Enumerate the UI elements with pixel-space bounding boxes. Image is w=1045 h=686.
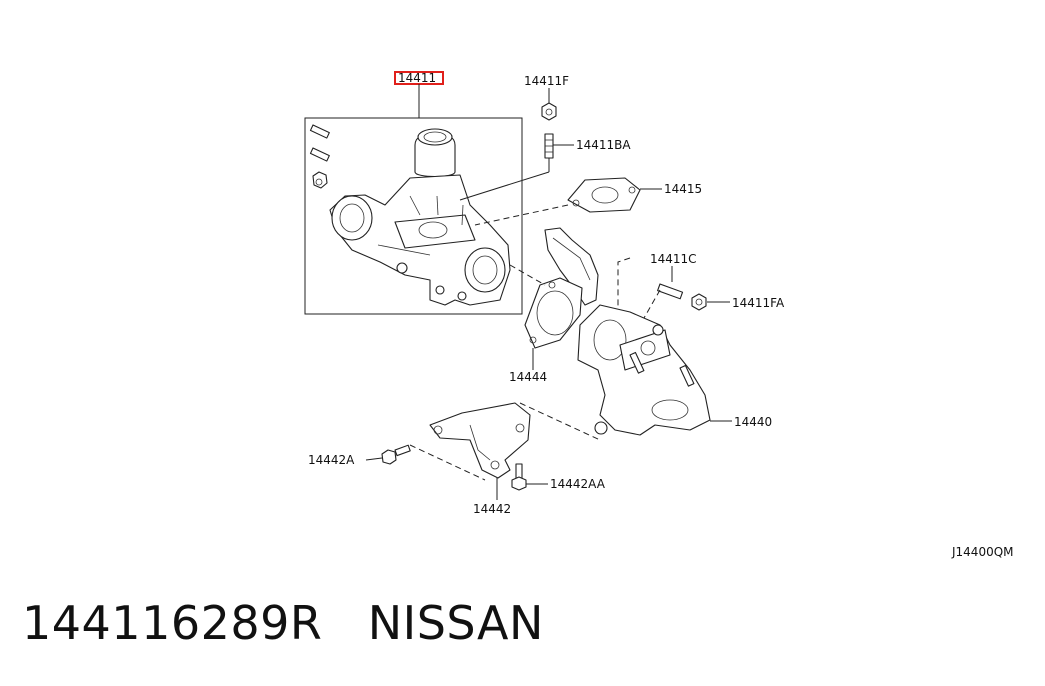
label-gasket-top[interactable]: 14415 bbox=[664, 182, 702, 196]
gasket-icon bbox=[567, 177, 641, 213]
nut-right-icon bbox=[691, 293, 707, 311]
heat-shield-icon bbox=[544, 227, 599, 306]
bolt-bottom-icon bbox=[511, 463, 527, 491]
brand-name: NISSAN bbox=[367, 596, 544, 650]
turbo-assembly-frame bbox=[304, 117, 523, 315]
label-turbo[interactable]: 14411 bbox=[398, 71, 436, 85]
part-number: 144116289R bbox=[22, 596, 323, 650]
stud-right-icon bbox=[657, 283, 684, 300]
figure-code: J14400QM bbox=[951, 545, 1014, 559]
part-title: 144116289R NISSAN bbox=[22, 596, 544, 650]
label-stud-top[interactable]: 14411BA bbox=[576, 138, 631, 152]
stud-icon bbox=[544, 133, 554, 159]
label-nut-right[interactable]: 14411FA bbox=[732, 296, 785, 310]
label-bracket[interactable]: 14442 bbox=[473, 502, 511, 516]
label-stud-right[interactable]: 14411C bbox=[650, 252, 697, 266]
label-outlet[interactable]: 14440 bbox=[734, 415, 772, 429]
turbocharger-icon[interactable] bbox=[329, 128, 511, 306]
label-bolt-left[interactable]: 14442A bbox=[308, 453, 355, 467]
label-gasket-mid[interactable]: 14444 bbox=[509, 370, 547, 384]
exhaust-outlet-icon[interactable] bbox=[577, 304, 711, 436]
bolt-left-icon bbox=[381, 444, 411, 465]
gasket-mid-icon bbox=[524, 277, 583, 349]
label-nut-top[interactable]: 14411F bbox=[524, 74, 569, 88]
label-bolt-bottom[interactable]: 14442AA bbox=[550, 477, 606, 491]
stud-icons bbox=[309, 124, 330, 189]
nut-icon bbox=[541, 102, 557, 121]
bracket-icon[interactable] bbox=[429, 402, 531, 479]
